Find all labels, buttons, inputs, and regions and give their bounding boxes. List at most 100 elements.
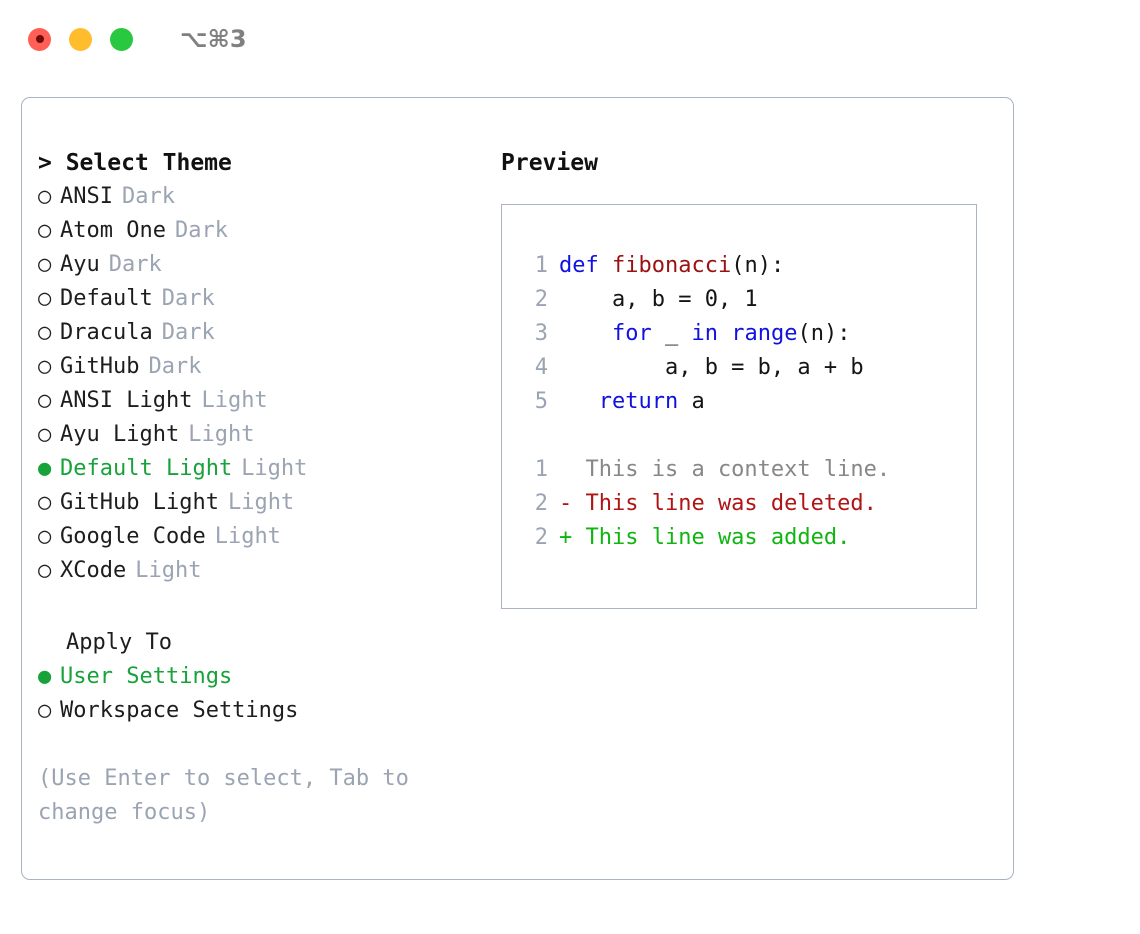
- keyboard-hint: (Use Enter to select, Tab to change focu…: [38, 766, 423, 825]
- radio-unselected-icon: ○: [38, 320, 52, 345]
- minimize-button[interactable]: [69, 27, 92, 51]
- code-line: 5 return a: [518, 385, 976, 419]
- theme-option-ansi[interactable]: ○ ANSI Dark: [38, 180, 478, 214]
- line-number: 2: [534, 287, 548, 312]
- code-token-plain: _: [651, 321, 692, 346]
- radio-unselected-icon: ○: [38, 184, 52, 209]
- apply-to-option-workspace-settings[interactable]: ○Workspace Settings: [38, 694, 478, 728]
- apply-to-option-user-settings[interactable]: ● User Settings: [38, 660, 478, 694]
- spacer: [38, 728, 478, 762]
- line-number: 5: [534, 389, 548, 414]
- theme-option-category: Light: [188, 422, 255, 447]
- line-number: 1: [534, 253, 548, 278]
- code-token-plain: [559, 321, 612, 346]
- code-token-plain: a: [678, 389, 705, 414]
- theme-option-dracula[interactable]: ○ Dracula Dark: [38, 316, 478, 350]
- theme-option-ansi-light[interactable]: ○ ANSI Light Light: [38, 384, 478, 418]
- keyboard-shortcut-label: ⌥⌘3: [180, 25, 247, 53]
- theme-option-label: Ayu: [60, 252, 100, 277]
- code-token-kw: return: [598, 389, 679, 414]
- code-token-plain: a, b = b, a + b: [559, 355, 864, 380]
- code-token-plain: [559, 389, 599, 414]
- radio-selected-icon: ●: [38, 456, 52, 481]
- theme-option-github-light[interactable]: ○ GitHub Light Light: [38, 486, 478, 520]
- theme-option-category: Dark: [161, 286, 215, 311]
- radio-unselected-icon: ○: [38, 422, 52, 447]
- theme-option-label: GitHub Light: [60, 490, 219, 515]
- apply-to-list: ● User Settings ○Workspace Settings: [38, 660, 478, 728]
- theme-option-category: Light: [201, 388, 268, 413]
- spacer: [38, 588, 478, 626]
- line-number: 2: [534, 491, 548, 516]
- radio-selected-icon: ●: [38, 664, 52, 689]
- line-number: 2: [534, 525, 548, 550]
- code-text: a, b = 0, 1: [559, 283, 758, 317]
- radio-unselected-icon: ○: [38, 286, 52, 311]
- radio-unselected-icon: ○: [38, 490, 52, 515]
- theme-option-label: ANSI Light: [60, 388, 193, 413]
- maximize-button[interactable]: [110, 27, 133, 51]
- code-token-kw: for: [611, 321, 652, 346]
- theme-option-category: Light: [227, 490, 295, 515]
- theme-option-label: Default Light: [60, 456, 233, 481]
- diff-sample: 1 This is a context line. 2 - This line wa…: [518, 453, 976, 555]
- diff-text: - This line was deleted.: [559, 491, 877, 516]
- code-line: 4 a, b = b, a + b: [518, 351, 976, 385]
- code-gap: [518, 419, 976, 453]
- theme-option-label: Dracula: [60, 320, 153, 345]
- code-token-fn: fibonacci: [611, 253, 732, 278]
- theme-option-category: Dark: [121, 184, 175, 209]
- apply-to-option-label: Workspace Settings: [60, 698, 299, 723]
- theme-option-category: Light: [214, 524, 281, 549]
- diff-text: This is a context line.: [559, 457, 891, 482]
- code-token-plain: (n):: [731, 253, 785, 278]
- code-token-plain: [718, 321, 731, 346]
- radio-unselected-icon: ○: [38, 388, 52, 413]
- theme-option-default-light[interactable]: ● Default Light Light: [38, 452, 478, 486]
- preview-title: Preview: [501, 150, 598, 176]
- theme-picker-title: > Select Theme: [38, 146, 478, 180]
- radio-unselected-icon: ○: [38, 252, 52, 277]
- theme-option-label: Default: [60, 286, 153, 311]
- radio-unselected-icon: ○: [38, 354, 52, 379]
- theme-option-label: XCode: [60, 558, 127, 583]
- close-icon: [35, 35, 44, 43]
- radio-unselected-icon: ○: [38, 218, 52, 243]
- theme-option-category: Dark: [148, 354, 202, 379]
- theme-option-default[interactable]: ○ Default Dark: [38, 282, 478, 316]
- apply-to-option-label: User Settings: [60, 664, 233, 689]
- window-controls: [28, 27, 133, 51]
- code-token-plain: a, b = 0, 1: [559, 287, 758, 312]
- diff-line-add: 2+ This line was added.: [518, 521, 976, 555]
- prompt-marker: >: [38, 150, 66, 176]
- code-token-kw: in: [691, 321, 718, 346]
- theme-option-category: Dark: [174, 218, 228, 243]
- title-bar: ⌥⌘3: [0, 0, 1140, 78]
- diff-line-ctx: 1 This is a context line.: [518, 453, 976, 487]
- line-number: 4: [534, 355, 548, 380]
- theme-option-category: Light: [241, 456, 308, 481]
- theme-option-xcode[interactable]: ○ XCode Light: [38, 554, 478, 588]
- line-number: 1: [534, 457, 548, 482]
- line-number: 3: [534, 321, 548, 346]
- close-button[interactable]: [28, 27, 51, 51]
- theme-option-label: Google Code: [60, 524, 206, 549]
- code-token-plain: (n):: [797, 321, 851, 346]
- code-text: a, b = b, a + b: [559, 351, 864, 385]
- theme-option-category: Light: [135, 558, 202, 583]
- radio-unselected-icon: ○: [38, 558, 52, 583]
- theme-option-category: Dark: [161, 320, 215, 345]
- theme-option-label: ANSI: [60, 184, 113, 209]
